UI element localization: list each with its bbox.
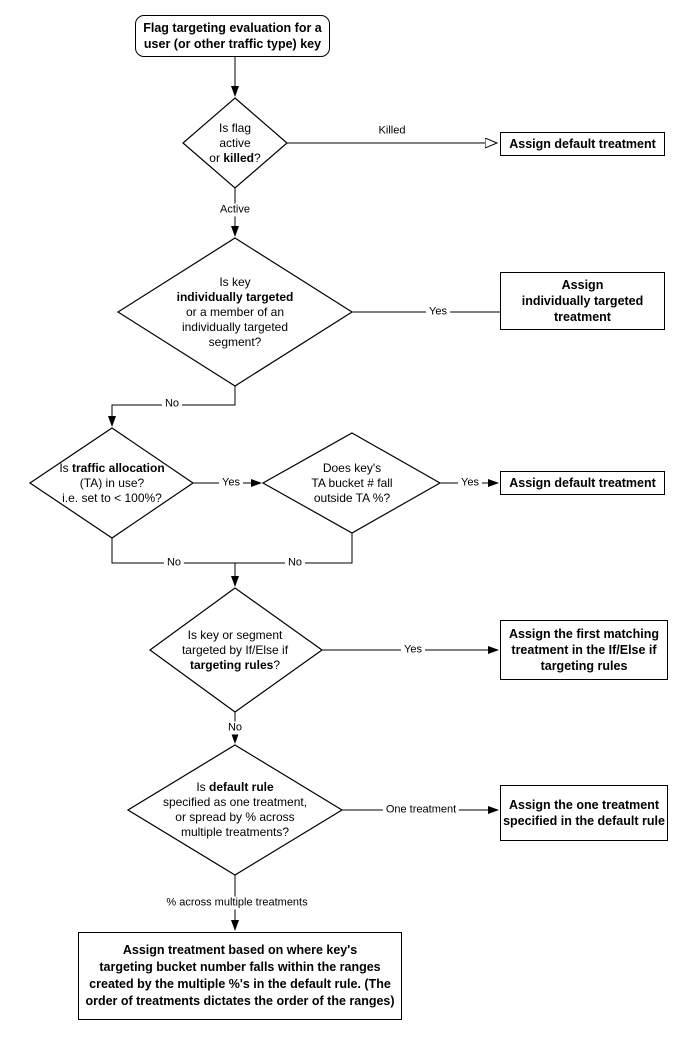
edge-label-yes-individual: Yes bbox=[426, 305, 450, 319]
decision-default-rule-label: Is default rule specified as one treatme… bbox=[162, 780, 308, 839]
edge-label-no-outside: No bbox=[284, 556, 306, 570]
node-assign-default-treatment-killed: Assign default treatment bbox=[500, 132, 665, 156]
edge-label-killed: Killed bbox=[375, 124, 409, 138]
start-node-line2: user (or other traffic type) key bbox=[143, 37, 322, 51]
decision-traffic-allocation-shape bbox=[28, 427, 195, 539]
node-assign-first-matching-treatment: Assign the first matching treatment in t… bbox=[500, 620, 668, 680]
node-assign-individually-targeted-treatment: Assign individually targeted treatment bbox=[500, 272, 665, 330]
decision-default-rule-shape bbox=[126, 744, 344, 876]
edge-label-active: Active bbox=[217, 203, 253, 217]
start-node-line1: Flag targeting evaluation for a bbox=[143, 21, 322, 35]
start-node: Flag targeting evaluation for a user (or… bbox=[135, 15, 330, 57]
connector-no-outside-merge bbox=[235, 533, 353, 564]
edge-label-no-individual: No bbox=[161, 397, 183, 411]
connector-no-ta-merge bbox=[111, 538, 235, 564]
edge-label-yes-rules: Yes bbox=[401, 643, 425, 657]
decision-targeting-rules-label: Is key or segment targeted by If/Else if… bbox=[181, 628, 289, 672]
node-assign-default-treatment-outside-ta: Assign default treatment bbox=[500, 471, 665, 495]
edge-label-no-ta: No bbox=[163, 556, 185, 570]
edge-label-one-treatment: One treatment bbox=[382, 803, 460, 817]
decision-flag-active-label: Is flag active or killed? bbox=[209, 121, 261, 165]
node-assign-treatment-by-ranges: Assign treatment based on where key's ta… bbox=[78, 932, 402, 1020]
node-assign-one-treatment: Assign the one treatment specified in th… bbox=[500, 785, 668, 841]
decision-targeting-rules-shape bbox=[148, 587, 324, 713]
decision-ta-bucket-shape bbox=[261, 432, 442, 534]
edge-label-percent-multiple: % across multiple treatments bbox=[163, 896, 311, 910]
edge-label-yes-ta: Yes bbox=[219, 476, 243, 490]
decision-individually-targeted-shape bbox=[116, 237, 354, 387]
decision-individually-targeted-label: Is key individually targeted or a member… bbox=[176, 275, 294, 349]
decision-flag-active-shape bbox=[182, 97, 288, 189]
decision-traffic-allocation-label: Is traffic allocation (TA) in use? i.e. … bbox=[59, 461, 165, 505]
edge-label-no-rules: No bbox=[224, 721, 246, 735]
edge-label-yes-outside: Yes bbox=[458, 476, 482, 490]
decision-ta-bucket-label: Does key's TA bucket # fall outside TA %… bbox=[311, 461, 393, 505]
